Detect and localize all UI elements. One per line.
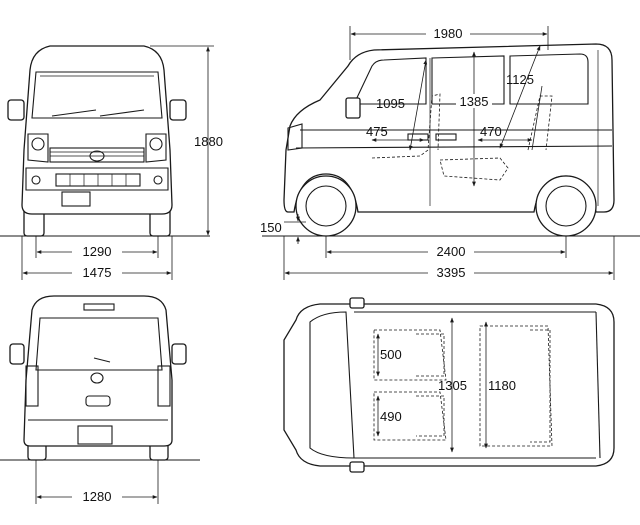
front-left-mirror xyxy=(7,99,25,121)
front-wipers xyxy=(51,109,145,117)
front-view: 1290 1475 1880 xyxy=(0,45,223,280)
top-body xyxy=(283,303,615,467)
rear-right-mirror xyxy=(171,343,187,365)
left-headlight xyxy=(27,133,49,163)
right-tail-light xyxy=(157,365,171,407)
side-front-wheel xyxy=(295,175,357,237)
front-emblem xyxy=(89,150,105,162)
side-rear-wheel xyxy=(535,175,597,237)
rear-quarter-window xyxy=(509,53,589,105)
front-track-label: 1290 xyxy=(83,244,112,259)
rear-window xyxy=(35,317,163,371)
rear-cabin-width-label: 1180 xyxy=(488,378,516,393)
rear-headroom-label: 1125 xyxy=(506,72,534,87)
cabin-width-label: 1305 xyxy=(438,378,467,393)
wheelbase-label: 2400 xyxy=(437,244,466,259)
ground-clearance-label: 150 xyxy=(260,220,282,235)
rear-view: 1280 xyxy=(0,295,200,504)
front-right-seat xyxy=(373,391,447,441)
rear-seat-cushion xyxy=(439,157,509,181)
roof-length-label: 1980 xyxy=(434,26,463,41)
overall-height-label: 1880 xyxy=(194,134,223,149)
rear-headroom-dimension xyxy=(499,45,541,149)
front-windshield xyxy=(31,71,163,119)
rear-seat-depth-label: 470 xyxy=(480,124,502,139)
front-right-mirror xyxy=(169,99,187,121)
left-tail-light xyxy=(25,365,39,407)
seat-width-upper-label: 500 xyxy=(380,347,402,362)
seat-width-lower-label: 490 xyxy=(380,409,402,424)
side-headlight xyxy=(287,123,303,151)
front-headroom-label: 1095 xyxy=(376,96,405,111)
rear-body xyxy=(23,295,173,447)
front-seat-depth-label: 475 xyxy=(366,124,388,139)
rear-bench-seat xyxy=(479,325,553,447)
rear-spoiler-light xyxy=(83,303,115,311)
front-headroom-dimension xyxy=(408,59,428,151)
side-mirror xyxy=(345,97,361,119)
front-body xyxy=(21,45,173,215)
tailgate-handle xyxy=(85,395,111,407)
front-left-seat xyxy=(373,329,447,381)
cabin-height-label: 1385 xyxy=(460,94,489,109)
front-bumper xyxy=(25,167,169,191)
rear-license-plate xyxy=(77,425,113,445)
rear-track-label: 1280 xyxy=(83,489,112,504)
rear-left-mirror xyxy=(9,343,25,365)
rear-wiper xyxy=(93,357,111,363)
right-headlight xyxy=(145,133,167,163)
top-right-mirror xyxy=(349,461,365,473)
front-license-plate xyxy=(61,191,91,207)
rear-emblem xyxy=(90,372,104,384)
top-view: 500 490 1305 1180 xyxy=(283,297,615,473)
side-view: 1095 1385 1125 475 470 1980 150 2400 33 xyxy=(260,26,640,280)
front-seat-outline xyxy=(371,93,441,159)
top-left-mirror xyxy=(349,297,365,309)
front-grille xyxy=(49,147,145,163)
overall-width-label: 1475 xyxy=(83,265,112,280)
slide-door-handle xyxy=(435,133,457,141)
front-door-window xyxy=(353,57,427,105)
overall-length-label: 3395 xyxy=(437,265,466,280)
